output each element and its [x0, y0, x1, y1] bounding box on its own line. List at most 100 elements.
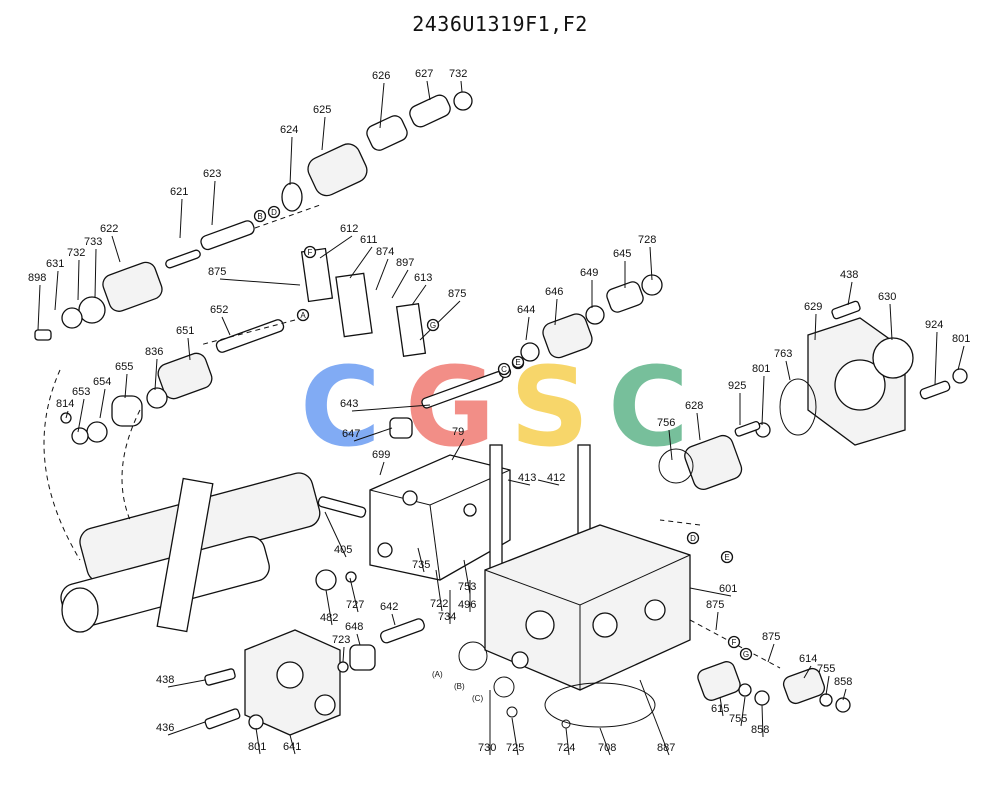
leader-line [349, 577, 359, 613]
part-number-label: 625 [313, 104, 331, 116]
leader-line [77, 398, 85, 433]
part-number-label: 649 [580, 267, 598, 279]
part-number-label: 644 [517, 304, 535, 316]
leader-line [767, 643, 775, 663]
part-number-label: 753 [458, 581, 476, 593]
part-number-label: 79 [452, 426, 464, 438]
part-number-label: 756 [657, 417, 675, 429]
part-number-label: 651 [176, 325, 194, 337]
leader-line [325, 589, 333, 626]
leader-line [324, 511, 347, 558]
ref-letter: B [257, 212, 262, 221]
part-number-label: 626 [372, 70, 390, 82]
ref-letter: G [430, 321, 436, 330]
part-number-label: 627 [415, 68, 433, 80]
reference-letters: BDAECFGFGDECE [253, 205, 753, 661]
leader-line [167, 721, 206, 736]
leader-line [375, 258, 389, 291]
part-number-label: 631 [46, 258, 64, 270]
part-number-label: 723 [332, 634, 350, 646]
part-number-label: 732 [67, 247, 85, 259]
leader-line [219, 278, 301, 286]
part-number-label: 887 [657, 742, 675, 754]
ref-letter: E [724, 553, 729, 562]
leader-line [507, 479, 531, 486]
ref-letter: G [743, 650, 749, 659]
leader-line [391, 269, 409, 299]
valve-block-699 [315, 444, 591, 591]
part-number-label: 436 [156, 722, 174, 734]
part-number-label: 613 [414, 272, 432, 284]
lower-right-spools [689, 619, 851, 713]
leader-line [349, 246, 373, 279]
part-number-label: 730 [478, 742, 496, 754]
leader-line [696, 412, 701, 441]
leader-line [356, 633, 361, 646]
part-number-label: 653 [72, 386, 90, 398]
spring-assembly-right [300, 247, 663, 439]
ref-letter-marker: D [267, 205, 281, 219]
part-number-label: 836 [145, 346, 163, 358]
part-number-label: 858 [834, 676, 852, 688]
part-number-label: 621 [170, 186, 188, 198]
leader-line [715, 611, 719, 631]
part-number-label: 623 [203, 168, 221, 180]
leader-line [211, 180, 216, 226]
leader-line [668, 429, 673, 461]
leader-line [37, 284, 41, 331]
part-number-label: 412 [547, 472, 565, 484]
leader-line [417, 547, 425, 573]
leader-line [814, 313, 817, 341]
spring-assembly-left [34, 249, 296, 445]
leader-line [957, 345, 965, 371]
leader-line [54, 270, 59, 311]
watermark-letter: C [608, 343, 689, 471]
right-cover-assembly [658, 300, 968, 526]
leader-line [785, 360, 791, 381]
part-number-label: 725 [506, 742, 524, 754]
part-number-label: 858 [751, 724, 769, 736]
leader-line [65, 410, 69, 419]
leader-line [537, 479, 560, 486]
leader-line [351, 404, 431, 412]
ref-letter-marker: G [426, 318, 440, 332]
leader-line [319, 235, 353, 259]
sub-label: (B) [454, 682, 465, 691]
part-number-label: 655 [115, 361, 133, 373]
leader-line [353, 427, 393, 442]
part-number-label: 875 [448, 288, 466, 300]
part-number-label: 897 [396, 257, 414, 269]
leader-line [379, 461, 385, 476]
spool-assembly-top [200, 91, 473, 251]
leader-line [649, 246, 653, 281]
leader-line [154, 358, 158, 391]
leader-line [289, 136, 293, 186]
part-number-label: 482 [320, 612, 338, 624]
part-number-label: 438 [840, 269, 858, 281]
part-number-label: 642 [380, 601, 398, 613]
leader-line [599, 727, 611, 756]
ref-letter-marker: G [739, 647, 753, 661]
ref-letter-marker: E [720, 550, 734, 564]
part-number-label: 646 [545, 286, 563, 298]
leader-line [740, 696, 746, 727]
part-number-label: 601 [719, 583, 737, 595]
part-number-label: 629 [804, 301, 822, 313]
sub-labels: (A)(B)(C) [432, 670, 483, 703]
leader-line [847, 281, 853, 306]
leader-line [565, 727, 570, 756]
sub-label: (C) [472, 694, 483, 703]
ref-letter: D [690, 534, 696, 543]
leader-line [391, 613, 396, 626]
leader-line [289, 734, 296, 755]
part-number-label: 875 [706, 599, 724, 611]
part-number-label: 924 [925, 319, 943, 331]
ref-letter-marker: B [253, 209, 267, 223]
leader-line [825, 675, 830, 696]
part-number-label: 612 [340, 223, 358, 235]
part-number-label: 875 [762, 631, 780, 643]
leader-line [111, 235, 121, 263]
leader-line [435, 569, 443, 612]
